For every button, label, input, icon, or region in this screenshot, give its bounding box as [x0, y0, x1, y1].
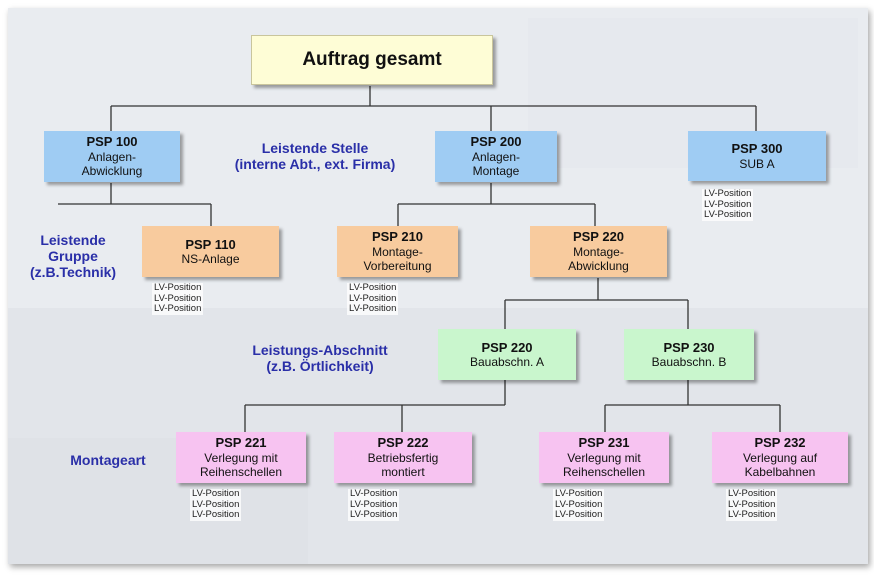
lv-position: LV-Position [350, 488, 398, 499]
box-title: PSP 200 [470, 134, 522, 150]
box-psp-221: PSP 221 Verlegung mit Reihenschellen [176, 432, 306, 483]
box-line: montiert [381, 465, 425, 480]
box-title: PSP 220 [481, 339, 533, 355]
lv-list-psp-210: LV-Position LV-Position LV-Position [347, 282, 399, 315]
lv-position: LV-Position [728, 488, 776, 499]
box-title: PSP 221 [215, 435, 267, 451]
label-line: Leistende [40, 232, 106, 248]
label-leistende-stelle: Leistende Stelle (interne Abt., ext. Fir… [208, 140, 422, 172]
label-line: (z.B. Örtlichkeit) [266, 358, 374, 375]
lv-position: LV-Position [555, 509, 603, 520]
box-psp-300: PSP 300 SUB A [688, 131, 826, 181]
box-line: Anlagen- [87, 149, 137, 164]
lv-position: LV-Position [704, 209, 752, 220]
connector-lines [58, 86, 781, 432]
box-title: PSP 222 [377, 435, 429, 451]
box-title: PSP 300 [731, 141, 783, 156]
lv-position: LV-Position [349, 292, 397, 304]
box-title: PSP 232 [754, 435, 806, 451]
box-line: Reihenschellen [199, 465, 283, 480]
box-line: Verlegung mit [567, 450, 641, 465]
box-auftrag-gesamt: Auftrag gesamt [251, 35, 493, 85]
box-line: Anlagen- [471, 149, 521, 164]
lv-list-psp-221: LV-Position LV-Position LV-Position [190, 488, 242, 521]
lv-position: LV-Position [349, 303, 397, 314]
lv-list-psp-222: LV-Position LV-Position LV-Position [348, 488, 400, 521]
lv-position: LV-Position [154, 292, 202, 304]
label-line: Leistende Stelle [261, 140, 369, 156]
box-line: Bauabschn. B [651, 355, 727, 370]
box-line: Abwicklung [568, 259, 629, 274]
box-line: Abwicklung [81, 164, 143, 179]
lv-position: LV-Position [555, 488, 603, 499]
label-line: (z.B.Technik) [29, 264, 117, 281]
label-montageart: Montageart [56, 452, 160, 468]
label-line: Montageart [70, 452, 146, 468]
box-psp-210: PSP 210 Montage- Vorbereitung [337, 226, 458, 277]
diagram-frame: Auftrag gesamt PSP 100 Anlagen- Abwicklu… [8, 8, 868, 564]
box-line: Reihenschellen [562, 465, 646, 480]
box-psp-232: PSP 232 Verlegung auf Kabelbahnen [712, 432, 848, 483]
box-psp-110: PSP 110 NS-Anlage [142, 226, 279, 277]
box-line: Verlegung auf [742, 450, 818, 465]
lv-list-psp-232: LV-Position LV-Position LV-Position [726, 488, 778, 521]
lv-list-psp-300: LV-Position LV-Position LV-Position [702, 188, 754, 221]
box-psp-220-montage: PSP 220 Montage- Abwicklung [530, 226, 667, 277]
lv-position: LV-Position [350, 498, 398, 510]
lv-position: LV-Position [555, 498, 603, 510]
lv-position: LV-Position [192, 488, 240, 499]
lv-position: LV-Position [704, 198, 752, 210]
box-psp-231: PSP 231 Verlegung mit Reihenschellen [539, 432, 669, 483]
box-line: Montage [472, 164, 520, 179]
box-title: PSP 231 [578, 435, 630, 451]
lv-position: LV-Position [350, 509, 398, 520]
box-psp-200: PSP 200 Anlagen- Montage [435, 131, 557, 182]
box-psp-100: PSP 100 Anlagen- Abwicklung [44, 131, 180, 182]
label-line: Leistungs-Abschnitt [252, 342, 388, 358]
lv-position: LV-Position [728, 509, 776, 520]
box-title: PSP 100 [86, 134, 138, 150]
lv-position: LV-Position [349, 282, 397, 293]
lv-position: LV-Position [704, 188, 752, 199]
label-leistungs-abschnitt: Leistungs-Abschnitt (z.B. Örtlichkeit) [240, 342, 400, 374]
box-title: PSP 230 [663, 339, 715, 355]
lv-position: LV-Position [728, 498, 776, 510]
lv-list-psp-110: LV-Position LV-Position LV-Position [152, 282, 204, 315]
lv-position: LV-Position [192, 498, 240, 510]
box-line: Vorbereitung [363, 259, 432, 274]
box-title: Auftrag gesamt [302, 48, 442, 70]
box-title: PSP 110 [185, 236, 236, 252]
box-line: Verlegung mit [204, 450, 278, 465]
box-line: Bauabschn. A [469, 355, 545, 370]
lv-position: LV-Position [192, 509, 240, 520]
box-line: Kabelbahnen [744, 465, 816, 480]
box-title: PSP 210 [371, 229, 424, 245]
label-line: (interne Abt., ext. Firma) [234, 156, 396, 173]
box-line: NS-Anlage [181, 252, 240, 267]
box-line: Montage- [573, 244, 624, 259]
lv-position: LV-Position [154, 282, 202, 293]
box-psp-220-bauabschnitt: PSP 220 Bauabschn. A [438, 329, 576, 380]
lv-list-psp-231: LV-Position LV-Position LV-Position [553, 488, 605, 521]
box-line: Betriebsfertig [367, 450, 439, 465]
box-title: PSP 220 [572, 229, 625, 245]
label-line: Gruppe [48, 248, 98, 265]
label-leistende-gruppe: Leistende Gruppe (z.B.Technik) [12, 232, 134, 280]
box-line: SUB A [739, 156, 775, 171]
box-psp-222: PSP 222 Betriebsfertig montiert [334, 432, 472, 483]
box-line: Montage- [372, 244, 423, 259]
box-psp-230: PSP 230 Bauabschn. B [624, 329, 754, 380]
lv-position: LV-Position [154, 303, 202, 314]
